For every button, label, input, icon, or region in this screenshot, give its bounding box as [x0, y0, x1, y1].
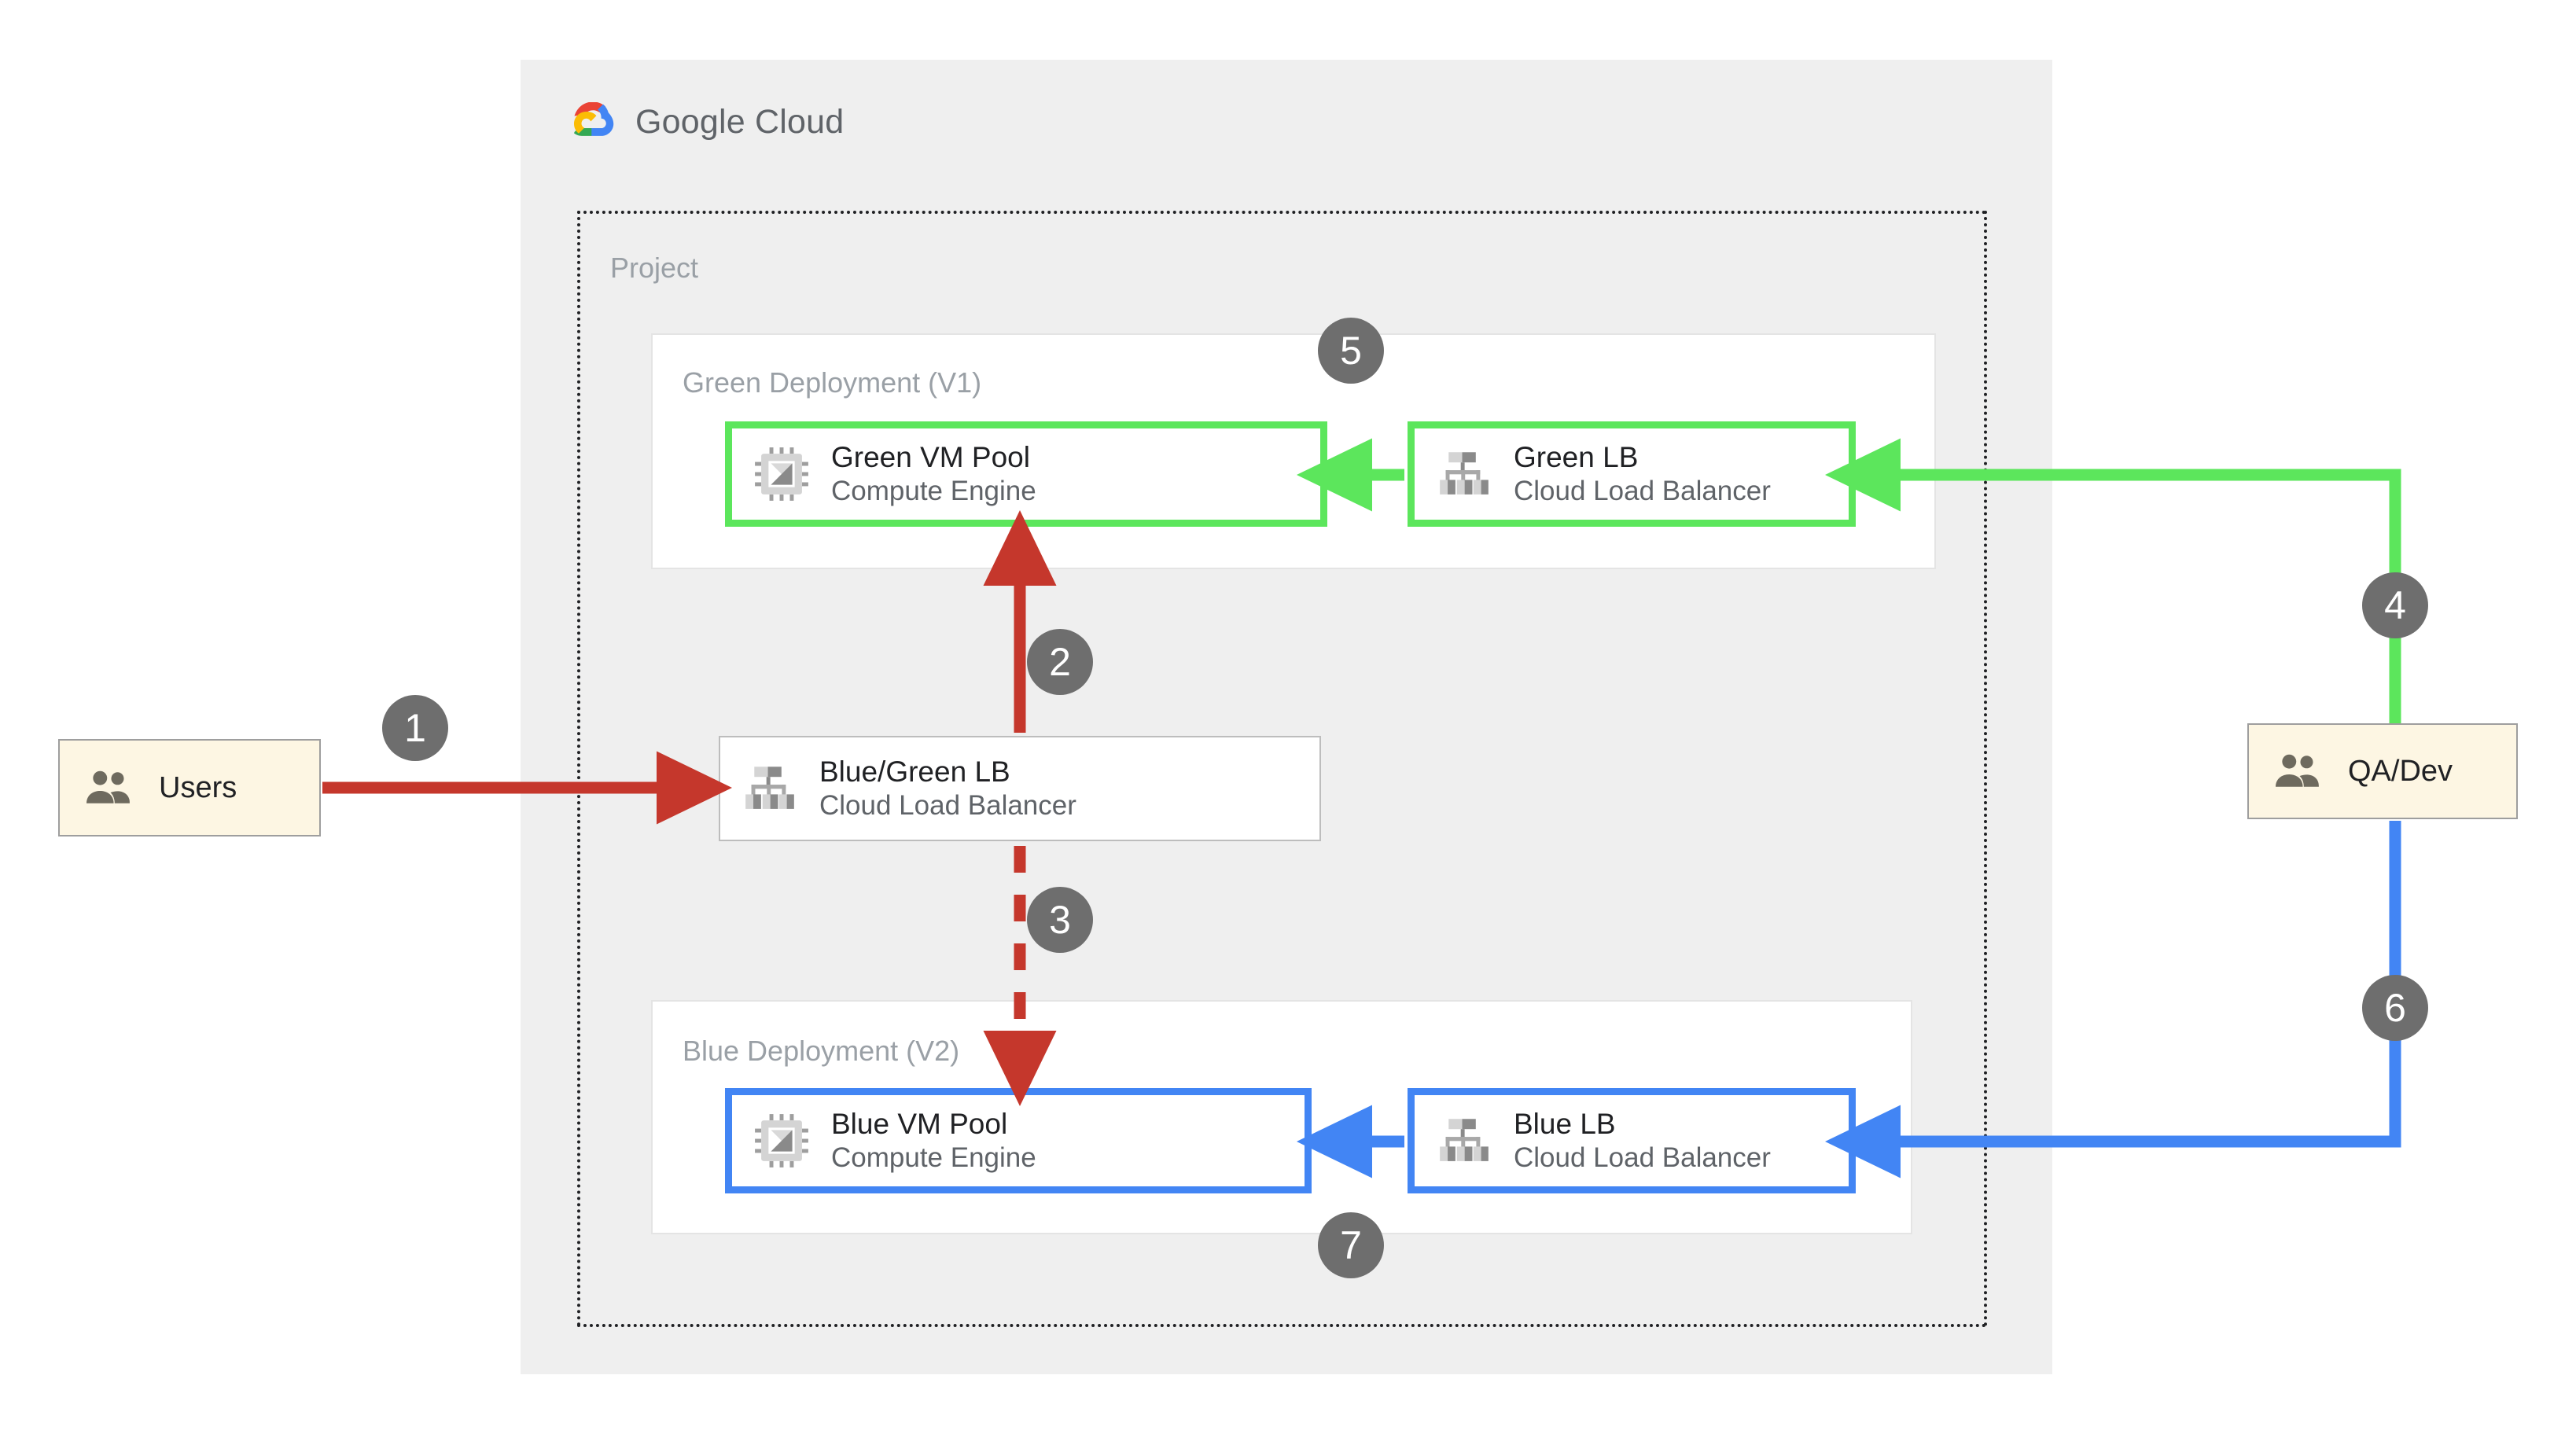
- node-users-text: Users: [159, 770, 237, 806]
- node-blue-lb-title: Blue LB: [1514, 1108, 1616, 1141]
- node-bluegreen-lb-title: Blue/Green LB: [819, 756, 1010, 789]
- google-cloud-wordmark: Google Cloud: [635, 103, 844, 142]
- cpu-chip-icon: [753, 445, 811, 503]
- node-blue-lb-subtitle: Cloud Load Balancer: [1514, 1142, 1771, 1174]
- connector-qadev-to-green-lb: [1825, 438, 2401, 723]
- brand-cloud: Cloud: [755, 103, 845, 141]
- node-users-title: Users: [159, 770, 237, 804]
- people-icon: [2269, 742, 2328, 800]
- load-balancer-icon: [741, 759, 799, 818]
- node-blue-lb[interactable]: Blue LB Cloud Load Balancer: [1408, 1088, 1856, 1193]
- step-badge-5: 5: [1318, 318, 1384, 384]
- green-deployment-label: Green Deployment (V1): [683, 366, 982, 399]
- node-green-lb-title: Green LB: [1514, 441, 1639, 474]
- cpu-chip-icon: [753, 1112, 811, 1170]
- project-label: Project: [610, 252, 699, 284]
- blue-deployment-label: Blue Deployment (V2): [683, 1035, 960, 1067]
- project-boundary: [577, 211, 1987, 1327]
- node-green-lb-subtitle: Cloud Load Balancer: [1514, 476, 1771, 507]
- load-balancer-icon: [1435, 1112, 1493, 1170]
- node-qa-dev[interactable]: QA/Dev: [2247, 723, 2518, 819]
- step-badge-3: 3: [1027, 887, 1093, 953]
- node-green-vm-pool-text: Green VM Pool Compute Engine: [831, 439, 1036, 509]
- node-blue-vm-pool-title: Blue VM Pool: [831, 1108, 1008, 1141]
- node-bluegreen-lb[interactable]: Blue/Green LB Cloud Load Balancer: [719, 736, 1321, 841]
- node-blue-vm-pool-text: Blue VM Pool Compute Engine: [831, 1106, 1036, 1175]
- node-green-vm-pool-subtitle: Compute Engine: [831, 476, 1036, 507]
- node-qa-dev-text: QA/Dev: [2348, 753, 2453, 789]
- node-bluegreen-lb-text: Blue/Green LB Cloud Load Balancer: [819, 754, 1076, 823]
- step-badge-1: 1: [382, 695, 448, 761]
- brand-google: Google: [635, 103, 745, 141]
- google-cloud-logo-icon: [573, 101, 618, 142]
- node-bluegreen-lb-subtitle: Cloud Load Balancer: [819, 790, 1076, 822]
- node-qa-dev-title: QA/Dev: [2348, 754, 2453, 788]
- step-badge-7: 7: [1318, 1212, 1384, 1278]
- load-balancer-icon: [1435, 445, 1493, 503]
- connector-qadev-to-blue-lb: [1825, 821, 2401, 1178]
- node-blue-vm-pool-subtitle: Compute Engine: [831, 1142, 1036, 1174]
- node-blue-lb-text: Blue LB Cloud Load Balancer: [1514, 1106, 1771, 1175]
- step-badge-4: 4: [2362, 572, 2428, 638]
- node-green-vm-pool-title: Green VM Pool: [831, 441, 1030, 474]
- step-badge-2: 2: [1027, 629, 1093, 695]
- node-users[interactable]: Users: [58, 739, 321, 836]
- step-badge-6: 6: [2362, 975, 2428, 1041]
- node-green-lb-text: Green LB Cloud Load Balancer: [1514, 439, 1771, 509]
- google-cloud-branding: Google Cloud: [573, 101, 844, 142]
- people-icon: [80, 759, 138, 817]
